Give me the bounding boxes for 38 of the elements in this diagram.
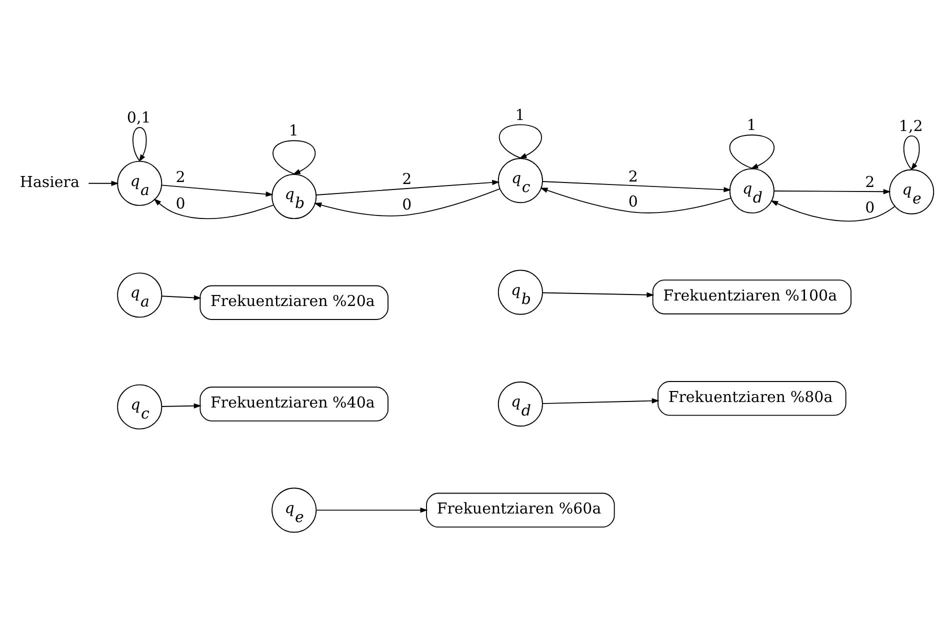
arrow xyxy=(314,188,500,216)
arrow xyxy=(161,184,274,196)
node-text: Hasiera xyxy=(20,172,80,190)
arrow xyxy=(498,124,542,158)
edge-label: 2 xyxy=(402,170,412,188)
edge-label: 1,2 xyxy=(898,116,923,135)
arrow xyxy=(316,179,500,195)
edge-label: 1 xyxy=(288,121,298,140)
arrow xyxy=(774,188,891,194)
edge-label: 2 xyxy=(176,168,186,186)
edge-label: 0 xyxy=(402,194,412,213)
arrow xyxy=(540,187,732,213)
edge-label: 0 xyxy=(865,198,875,216)
node-box: Frekuentziaren %80a xyxy=(658,380,846,416)
edge-label: 2 xyxy=(865,172,875,190)
arrow xyxy=(316,507,428,512)
edge-label: 0 xyxy=(628,192,638,210)
node-box: Frekuentziaren %60a xyxy=(426,492,615,528)
arrow xyxy=(132,126,147,162)
arrow xyxy=(542,292,654,297)
arrow xyxy=(770,200,896,222)
arrow xyxy=(903,134,920,170)
node-box: Frekuentziaren %100a xyxy=(652,279,852,314)
arrow xyxy=(729,134,774,168)
node-box: Frekuentziaren %40a xyxy=(200,386,388,421)
edge-label: 1 xyxy=(515,105,525,124)
edge-label: 2 xyxy=(628,166,638,185)
edge-label: 1 xyxy=(746,116,756,134)
arrow xyxy=(161,402,202,408)
edge-label: 0 xyxy=(176,194,186,212)
arrow xyxy=(542,398,660,404)
arrow xyxy=(161,294,202,300)
edge-label: 0,1 xyxy=(126,108,151,126)
arrow xyxy=(542,180,732,192)
arrow xyxy=(88,180,119,186)
node-box: Frekuentziaren %20a xyxy=(200,284,388,320)
arrow xyxy=(154,198,274,219)
arrow xyxy=(272,140,316,174)
